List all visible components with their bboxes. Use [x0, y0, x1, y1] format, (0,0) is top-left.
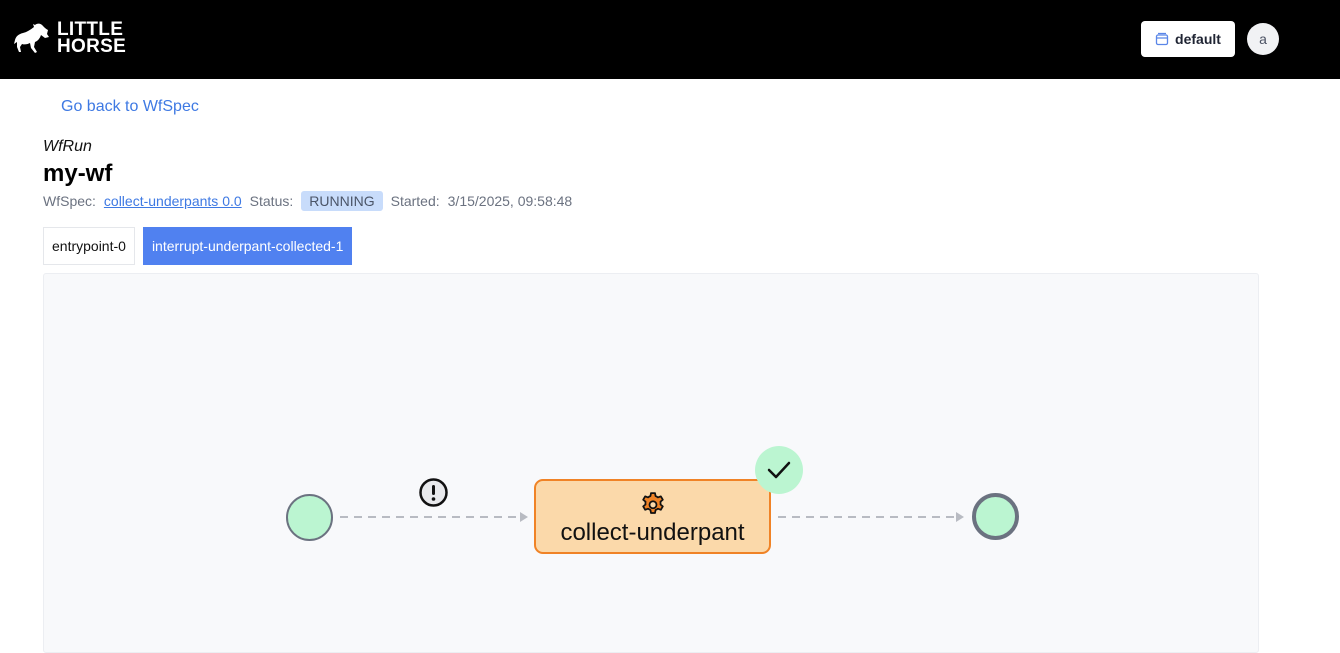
checkmark-icon	[767, 461, 791, 479]
status-badge: RUNNING	[301, 191, 383, 211]
thread-tabs: entrypoint-0 interrupt-underpant-collect…	[43, 227, 353, 265]
user-avatar[interactable]: a	[1247, 23, 1279, 55]
tab-entrypoint-0[interactable]: entrypoint-0	[43, 227, 135, 265]
back-to-wfspec-link[interactable]: Go back to WfSpec	[61, 98, 199, 115]
exit-node[interactable]	[972, 493, 1019, 540]
exclamation-icon	[419, 478, 448, 507]
task-node-label: collect-underpant	[560, 518, 745, 546]
started-label: Started:	[390, 193, 440, 209]
started-timestamp: 3/15/2025, 09:58:48	[447, 193, 573, 209]
page-title: my-wf	[43, 160, 113, 187]
database-icon	[1155, 32, 1169, 46]
gear-icon	[641, 491, 664, 514]
tab-interrupt-underpant-collected-1[interactable]: interrupt-underpant-collected-1	[142, 227, 353, 265]
wfspec-label: WfSpec:	[43, 193, 96, 209]
tenant-selector-button[interactable]: default	[1141, 21, 1235, 57]
entity-kind-label: WfRun	[43, 138, 92, 155]
dashed-arrow-icon	[778, 512, 964, 522]
wfspec-link[interactable]: collect-underpants 0.0	[103, 193, 242, 209]
top-nav-bar: LITTLE HORSE default a	[0, 0, 1340, 79]
horse-icon	[14, 23, 49, 53]
littlehorse-logo[interactable]: LITTLE HORSE	[13, 20, 126, 56]
tenant-label: default	[1175, 31, 1221, 47]
status-label: Status:	[249, 193, 294, 209]
wfrun-metadata: WfSpec: collect-underpants 0.0 Status: R…	[43, 191, 572, 211]
dashed-arrow-icon	[340, 512, 528, 522]
workflow-diagram-canvas[interactable]: collect-underpant	[43, 273, 1259, 653]
task-node-collect-underpant[interactable]: collect-underpant	[534, 479, 771, 554]
entrypoint-node[interactable]	[286, 494, 333, 541]
logo-line-2: HORSE	[57, 36, 127, 57]
task-completed-badge	[755, 446, 803, 494]
logo-line-1: LITTLE	[57, 19, 124, 40]
